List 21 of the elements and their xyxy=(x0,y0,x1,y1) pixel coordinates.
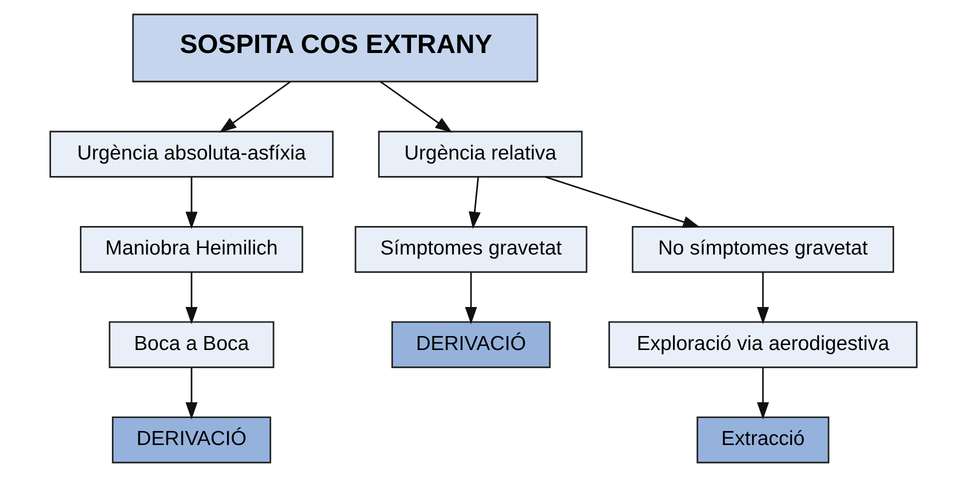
arrow xyxy=(756,368,768,420)
node-box: Boca a Boca xyxy=(108,321,274,368)
arrow xyxy=(185,177,198,229)
node-box: No símptomes gravetat xyxy=(631,226,894,273)
node-box: Maniobra Heimilich xyxy=(79,226,303,273)
node-box: Exploració via aerodigestiva xyxy=(608,321,918,368)
arrow xyxy=(464,272,477,324)
arrow xyxy=(185,272,198,324)
node-box: Extracció xyxy=(696,416,829,464)
arrow xyxy=(756,272,768,324)
arrow xyxy=(468,177,480,229)
node-box: Símptomes gravetat xyxy=(354,226,587,273)
node-box: DERIVACIÓ xyxy=(390,321,550,368)
node-box: DERIVACIÓ xyxy=(111,416,271,464)
node-box: Urgència relativa xyxy=(378,130,582,178)
node-box: Urgència absoluta-asfíxia xyxy=(48,130,334,178)
arrow xyxy=(218,81,290,133)
arrow xyxy=(379,80,452,133)
arrow xyxy=(185,368,198,420)
node-box: SOSPITA COS EXTRANY xyxy=(132,14,538,82)
arrow xyxy=(544,176,700,228)
